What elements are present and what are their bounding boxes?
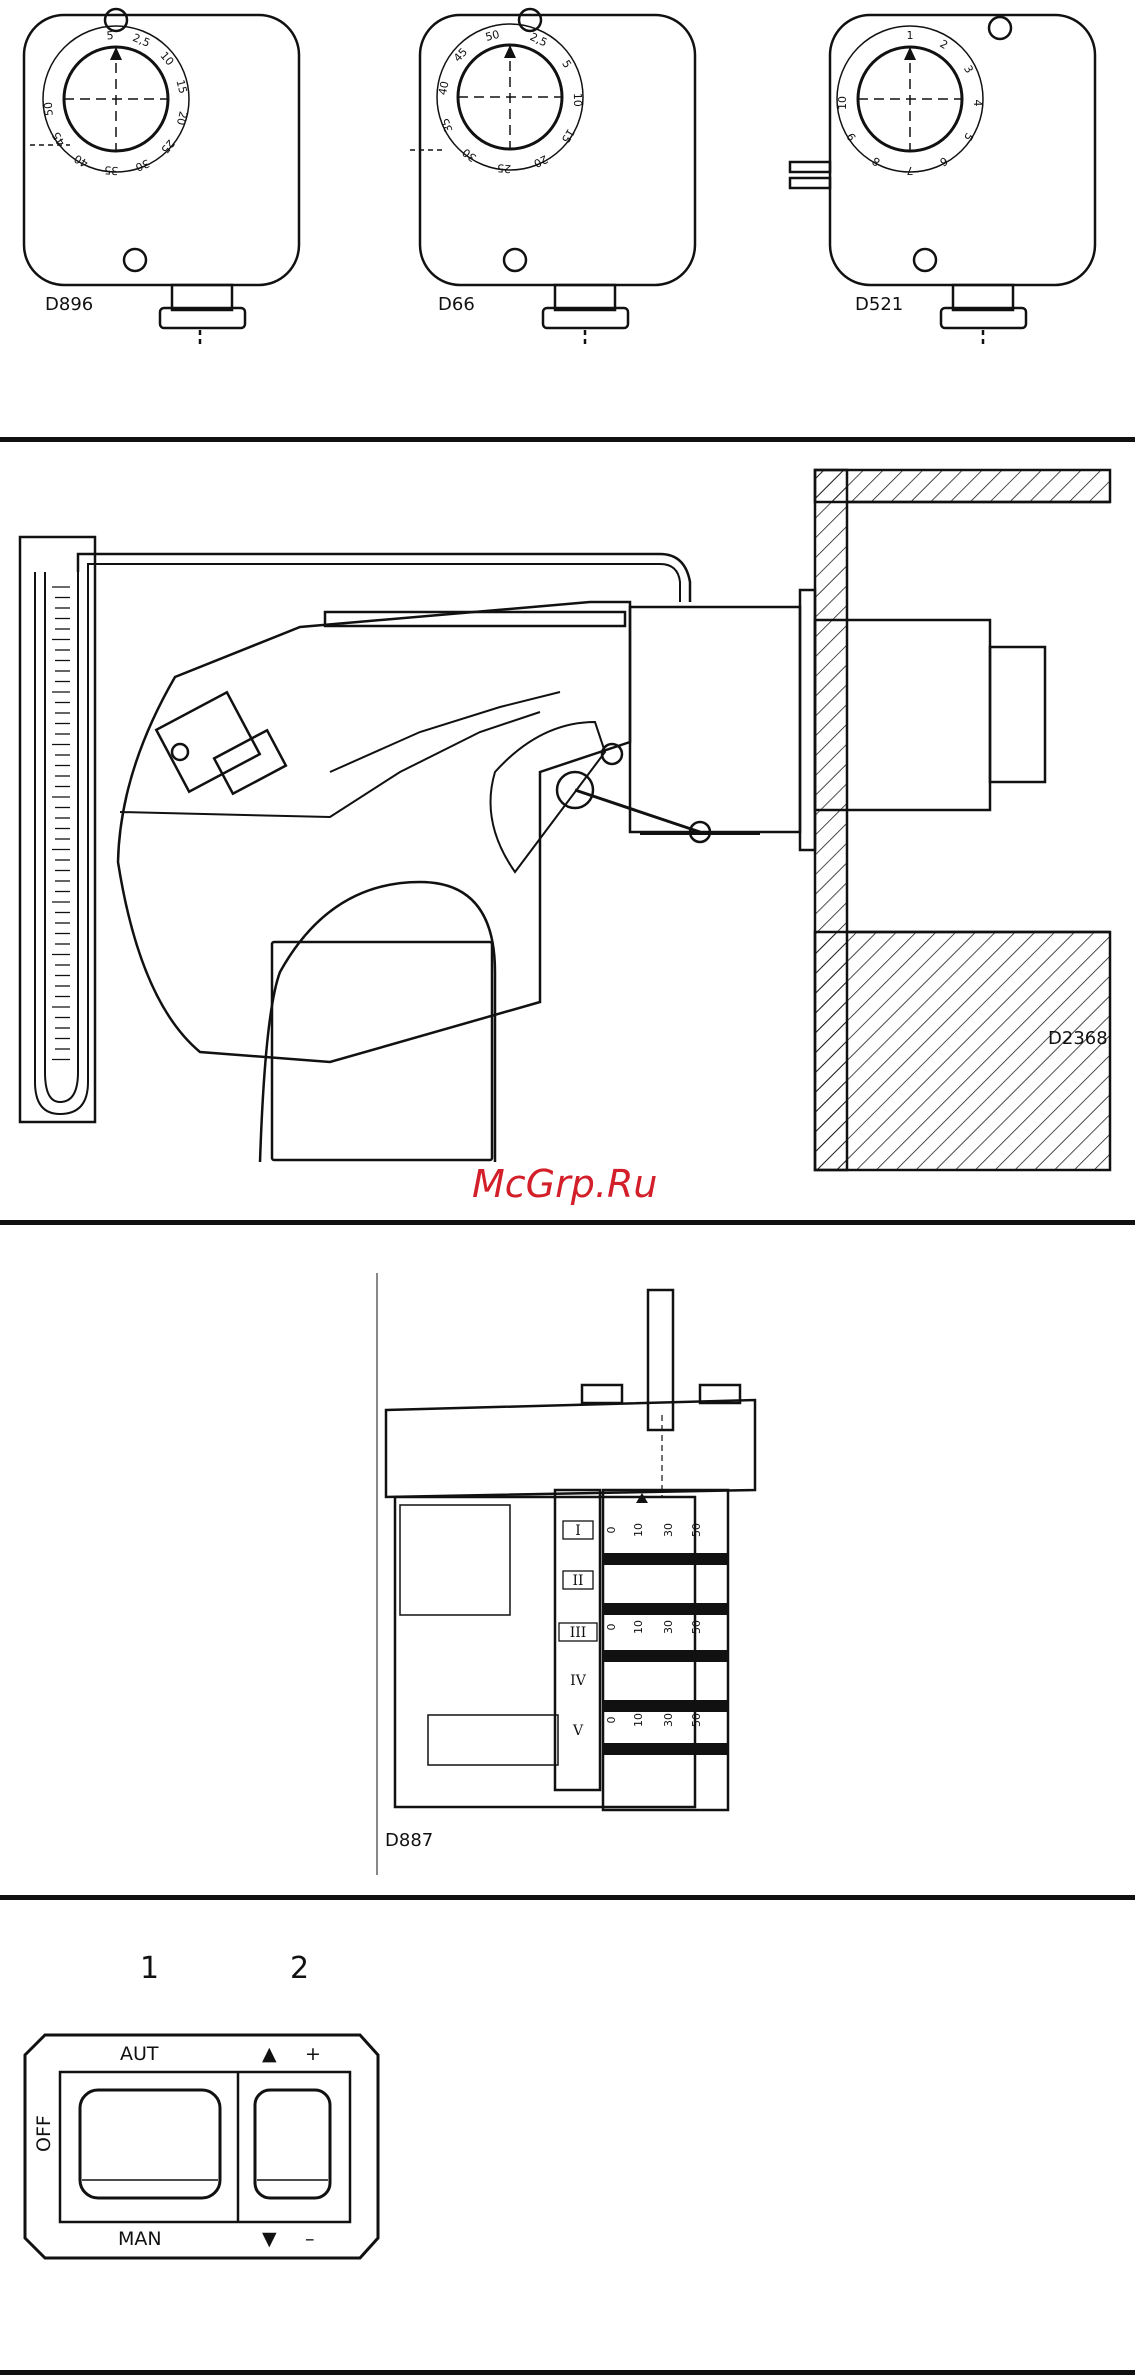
dial-scale-label: 20 [532,152,550,170]
screw-icon [504,249,526,271]
cam-scale-value: 10 [632,1620,645,1634]
cam-scale-value: 0 [605,1527,618,1534]
dial-scale-label: 5 [559,58,574,71]
dial-scale-label: 50 [484,28,501,44]
dial-scale-label: 10 [571,93,584,107]
cam-scale-value: 30 [662,1713,675,1727]
control-panel-section: 1 2 AUT MAN OFF ▲ + ▼ – [0,1900,1135,2365]
dial-scale-label: 7 [907,164,914,177]
cam-label-4: IV [570,1673,587,1689]
switch-label-2: D66 [438,294,475,315]
burner-label: D2368 [1048,1028,1108,1049]
dial-scale-label: 15 [173,78,189,95]
up-arrow-icon: ▲ [262,2043,277,2065]
servomotor-shaft [648,1290,673,1430]
cam-label-5: V [572,1723,584,1739]
fan-cover [272,942,492,1160]
switch-label-1: D896 [45,294,93,315]
cam-scale-value: 30 [662,1523,675,1537]
dial-scale-label: 1 [907,29,914,42]
cam-label-3: III [570,1625,587,1641]
minus-label: – [305,2228,315,2250]
cam-scale-value: 50 [690,1713,703,1727]
screw-icon [989,17,1011,39]
dial-scale-label: 15 [559,126,577,145]
manometer-scale [52,587,70,1060]
watermark: McGrp.Ru [472,1162,657,1206]
dial-scale-label: 2 [937,37,950,52]
off-label: OFF [33,2115,55,2152]
cam-scale-value: 0 [605,1717,618,1724]
dial-scale-label: 40 [72,152,91,170]
cam-scale-value: 10 [632,1523,645,1537]
plus-minus-rocker-switch[interactable] [255,2090,330,2198]
dial-scale-label: 35 [104,163,119,177]
burner-drawing: D2368 McGrp.Ru [0,442,1135,1220]
cam-scale-value: 30 [662,1620,675,1634]
dial-scale-label: 3 [961,63,976,76]
burner-housing [118,602,630,1062]
burner-section: D2368 McGrp.Ru [0,442,1135,1220]
dial-scale-label: 10 [836,96,849,110]
plus-label: + [305,2043,321,2065]
cam-scale-value: 50 [690,1620,703,1634]
dial-scale-label: 5 [106,29,114,43]
dial-scale-label: 10 [157,49,176,68]
screw-icon [124,249,146,271]
cam-scale-value: 50 [690,1523,703,1537]
dial-scale-label: 4 [971,100,984,107]
switch-number-2: 2 [290,1951,309,1986]
dial-scale-label: 5 [961,130,976,143]
cam-label-2: II [572,1573,583,1589]
cam-scale-value: 10 [632,1713,645,1727]
cam-scale-value: 0 [605,1624,618,1631]
screw-icon [105,9,127,31]
down-arrow-icon: ▼ [262,2228,277,2250]
servomotor-label: D887 [385,1830,433,1851]
dial-scale-label: 25 [497,161,512,175]
screw-icon [914,249,936,271]
switch-number-1: 1 [140,1951,159,1986]
switch-label-3: D521 [855,294,903,315]
dial-scale-label: 50 [42,101,56,116]
aut-label: AUT [120,2043,159,2065]
section-divider [0,2370,1135,2375]
dial-scale-label: 45 [451,45,470,64]
cam-label-1: I [575,1523,581,1539]
control-panel-drawing: 1 2 AUT MAN OFF ▲ + ▼ – [0,1900,1135,2365]
manometer [20,537,95,1122]
dial-scale-label: 30 [133,156,151,173]
dial-scale-label: 25 [158,137,177,156]
servomotor-housing [386,1400,755,1497]
man-label: MAN [118,2228,162,2250]
dial-scale-label: 9 [844,130,859,143]
dial-scale-label: 20 [174,110,190,127]
control-panel-frame [25,2035,378,2258]
aut-man-rocker-switch[interactable] [80,2090,220,2198]
dial-scale-label: 40 [436,80,451,96]
screw-icon [519,9,541,31]
